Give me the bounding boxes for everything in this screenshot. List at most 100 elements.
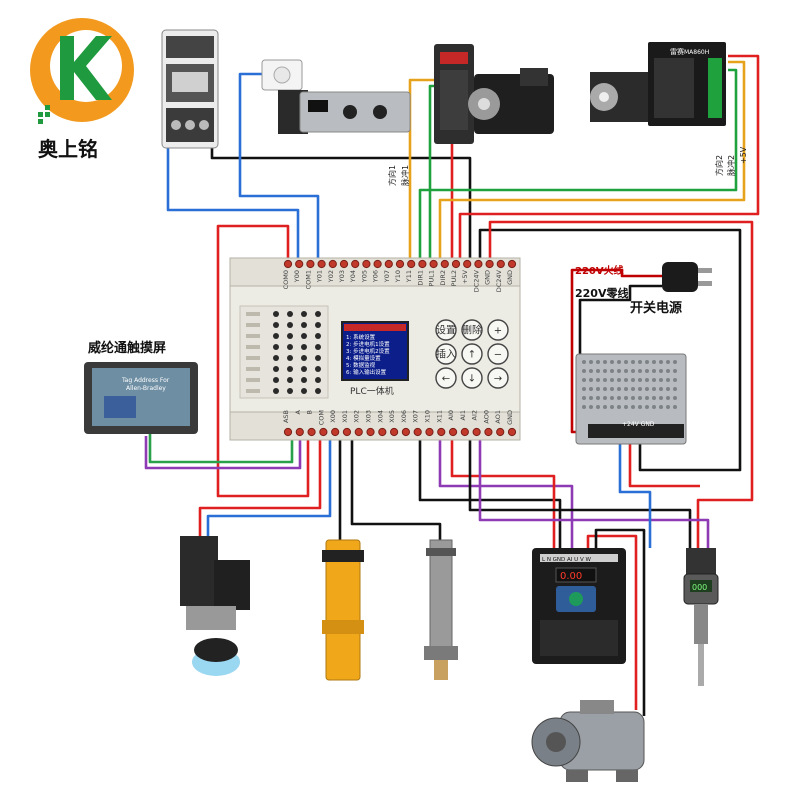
wire-vfd-purple [438, 430, 574, 548]
svg-text:L N GND AI U V W: L N GND AI U V W [542, 557, 591, 563]
terminal-label: COM0 [282, 270, 290, 289]
terminal-screw [331, 427, 340, 437]
status-led [287, 311, 293, 317]
keypad-label: 删除 [462, 324, 482, 337]
status-led [315, 377, 321, 383]
terminal-screw [460, 427, 469, 437]
terminal-label: X01 [341, 410, 349, 423]
terminal-screw [283, 259, 293, 269]
wire-live [570, 268, 662, 434]
lcd-line: 3: 步进电机2设置 [346, 347, 390, 355]
keypad-label: → [494, 374, 502, 385]
terminal-label: AO1 [494, 410, 502, 424]
photoelectric-sensor [322, 539, 364, 681]
wire-prox-black [350, 430, 442, 540]
terminal-label: X06 [400, 410, 408, 423]
label-power-supply: 开关电源 [630, 300, 682, 316]
status-led [301, 366, 307, 372]
keypad-label: + [494, 326, 502, 337]
terminal-label: Y03 [338, 270, 346, 283]
svg-text:雷赛: 雷赛 [670, 47, 684, 56]
terminal-screw [395, 259, 405, 269]
pressure-transmitter: 000 [683, 548, 719, 686]
terminal-screw [418, 259, 427, 269]
pushbutton-switch [180, 536, 250, 676]
status-led [287, 355, 293, 361]
psu-body [575, 353, 687, 445]
terminal-label: AI0 [447, 410, 455, 421]
photo-body [325, 539, 361, 681]
terminal-label: B [306, 410, 314, 414]
status-led [287, 322, 293, 328]
terminal-screw [472, 427, 481, 437]
terminal-screw [319, 427, 328, 437]
lcd-line: 6: 输入输出设置 [346, 368, 387, 376]
label-live: 220V火线 [575, 264, 624, 277]
lcd-line: 2: 步进电机1设置 [346, 340, 390, 348]
plug-body [662, 262, 698, 292]
terminal-screw [437, 427, 446, 437]
terminal-label: X07 [412, 410, 420, 423]
terminal-label: COM [317, 410, 325, 425]
terminal-label: Y00 [293, 270, 301, 283]
wire-vfd-a [418, 430, 562, 548]
terminal-screw [339, 259, 349, 269]
terminal-label: GND [506, 410, 514, 425]
terminal-screw [451, 259, 461, 269]
status-led [315, 311, 321, 317]
touch-screen-hmi: Tag Address For Allen-Bradley [84, 362, 198, 434]
terminal-screw [413, 427, 422, 437]
terminal-screw [295, 259, 304, 269]
wire-motor-red [586, 534, 638, 710]
terminal-label: AI1 [459, 410, 467, 421]
terminal-label: Y01 [316, 270, 324, 283]
terminal-label: DC24V [495, 269, 503, 292]
status-led [301, 333, 307, 339]
status-led [315, 388, 321, 394]
terminal-label: Y05 [360, 270, 368, 283]
wire-btn-red [198, 430, 322, 540]
keypad-label: − [494, 350, 502, 361]
terminal-label: ASB [282, 410, 290, 423]
terminal-screw [390, 427, 399, 437]
label-neutral: 220V零线 [575, 286, 628, 300]
terminal-label: X05 [388, 410, 396, 423]
power-plug [662, 262, 712, 292]
wire-sensor-black [468, 430, 692, 548]
ac-contactor [161, 29, 219, 149]
terminal-screw [373, 259, 382, 269]
terminal-screw [366, 427, 375, 437]
status-led [287, 377, 293, 383]
terminal-label: PUL1 [428, 270, 436, 286]
status-led [273, 322, 279, 328]
terminal-label: Y11 [405, 270, 413, 283]
keypad-label: ← [442, 374, 450, 385]
keypad-button [487, 343, 509, 365]
terminal-screw [328, 259, 337, 269]
brand-logo: 奥上铭 [30, 18, 134, 161]
terminal-label: X10 [423, 410, 431, 423]
lcd-line: 4: 模拟量设置 [346, 354, 381, 362]
status-led [301, 377, 307, 383]
terminal-screw [307, 427, 316, 437]
terminal-screw [283, 427, 293, 437]
terminal-label: Y02 [327, 270, 335, 283]
lcd-line: 5: 数据监视 [346, 361, 376, 369]
proximity-sensor [424, 539, 458, 680]
terminal-screw [384, 259, 393, 269]
wire-step-pul2 [418, 68, 738, 258]
lcd-line: 1: 系统设置 [346, 333, 376, 341]
prox-body [429, 539, 453, 651]
svg-text:000: 000 [692, 583, 707, 592]
logo-k-icon [60, 36, 112, 100]
terminal-label: Y10 [394, 270, 402, 283]
switching-power-supply: +24V GND [575, 353, 687, 445]
terminal-label: +5V [461, 269, 469, 284]
plc-led-panel [239, 305, 329, 399]
terminal-label: X02 [353, 410, 361, 423]
terminal-label: DIR1 [416, 270, 424, 286]
keypad-label: ↑ [468, 350, 476, 361]
